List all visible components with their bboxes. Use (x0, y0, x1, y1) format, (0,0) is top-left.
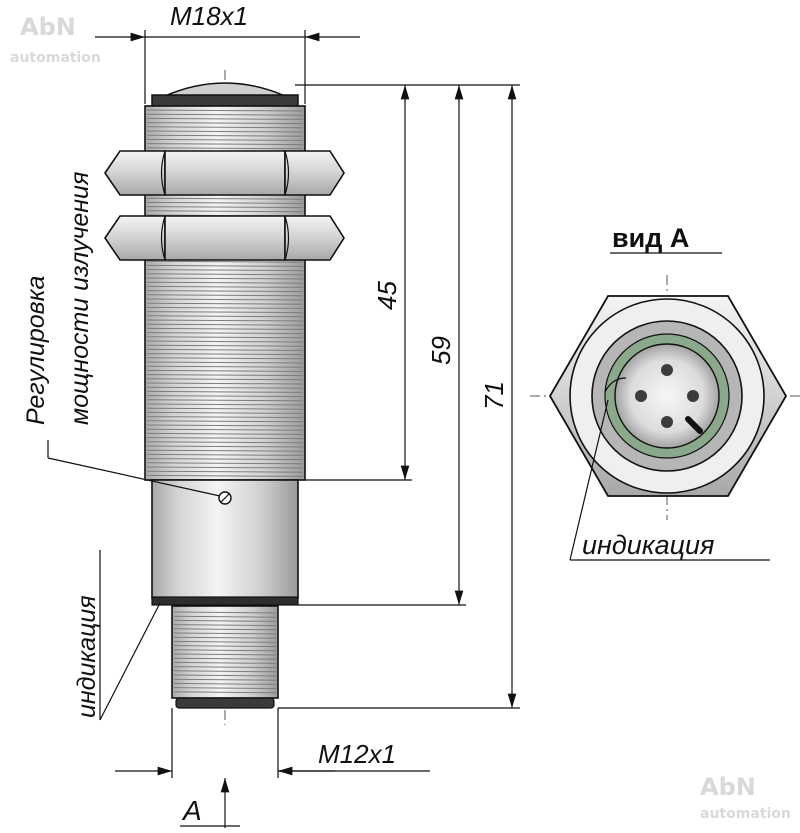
connector-ring (175, 697, 275, 709)
leader-indication-view (569, 399, 609, 561)
key-notch (685, 416, 703, 434)
dim-thread-bottom: M12x1 (318, 739, 396, 769)
pin-3 (687, 390, 699, 402)
nut-upper (104, 150, 345, 196)
leader-adjust (47, 457, 221, 497)
leader-indication-side (99, 602, 161, 721)
dim-59: 59 (426, 336, 456, 365)
dim-71: 71 (479, 381, 509, 410)
connector-face (614, 343, 720, 449)
end-view (530, 275, 800, 520)
dim-45: 45 (372, 281, 402, 310)
pin-2 (635, 390, 647, 402)
label-adjust-line2: мощности излучения (66, 172, 94, 425)
connector-threads (173, 611, 277, 694)
label-adjust-line1: Регулировка (22, 275, 50, 425)
label-indication-view: индикация (582, 530, 714, 560)
watermark-brand-top: AbN (20, 13, 76, 41)
dim-thread-top: M18x1 (170, 1, 248, 31)
indicator-ring (151, 596, 299, 606)
watermark-brand-bottom: AbN (700, 773, 756, 801)
label-indication-side: индикация (73, 595, 101, 718)
lens-cap (164, 82, 286, 97)
view-title: вид А (612, 223, 689, 253)
nut-lower (104, 215, 345, 261)
watermark-sub-top: automation (10, 50, 101, 66)
view-marker: А (181, 795, 202, 826)
pin-1 (661, 364, 673, 376)
pin-4 (661, 416, 673, 428)
watermark-sub-bottom: automation (700, 806, 791, 822)
